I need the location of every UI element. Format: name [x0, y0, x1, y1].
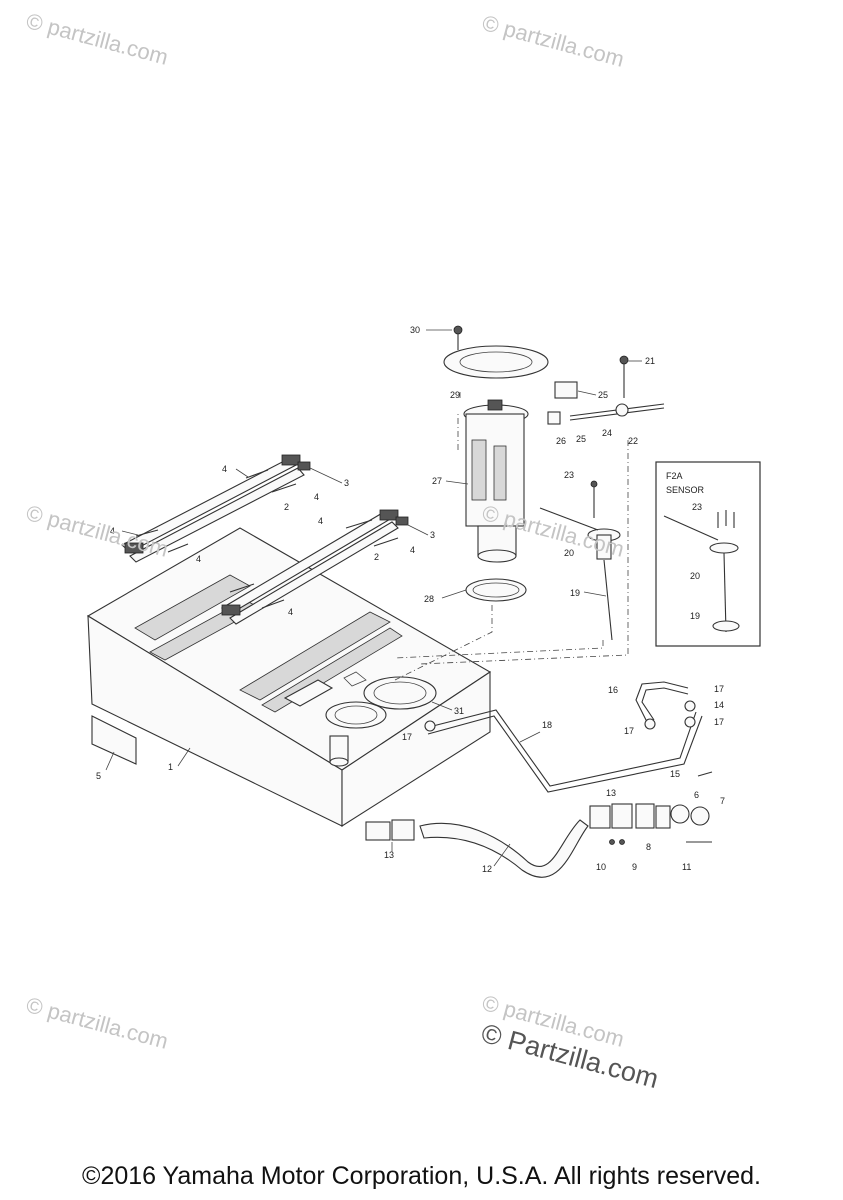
callout: 9 — [632, 862, 637, 872]
callout: 16 — [608, 685, 618, 695]
fuel-level-sensor[interactable] — [539, 480, 621, 641]
callout: 12 — [482, 864, 492, 874]
callout: 14 — [714, 700, 724, 710]
inset-f2a-sensor: F2A SENSOR — [655, 461, 761, 647]
callout: 17 — [714, 684, 724, 694]
callout: 15 — [670, 769, 680, 779]
callout: 19 — [570, 588, 580, 598]
callout: 4 — [318, 516, 323, 526]
callout: 2 — [284, 502, 289, 512]
callout: 4 — [222, 464, 227, 474]
callout: 25 — [598, 390, 608, 400]
callout: 1 — [168, 762, 173, 772]
label-plate — [91, 715, 137, 765]
copyright-text: ©2016 Yamaha Motor Corporation, U.S.A. A… — [82, 1162, 761, 1190]
callout: 29 — [450, 390, 460, 400]
callout: 10 — [596, 862, 606, 872]
callout: 4 — [314, 492, 319, 502]
callout: 22 — [628, 436, 638, 446]
callout: 19 — [690, 611, 700, 621]
callout: 11 — [682, 862, 691, 872]
callout: 25 — [576, 434, 586, 444]
callout: 4 — [196, 554, 201, 564]
fuel-hoses — [365, 681, 713, 878]
callout: 20 — [690, 571, 700, 581]
callout: 13 — [384, 850, 394, 860]
fuel-pump-assembly[interactable] — [443, 325, 561, 602]
callout: 17 — [624, 726, 634, 736]
callout: 27 — [432, 476, 442, 486]
callout: 23 — [564, 470, 574, 480]
inset-title-line1: F2A — [666, 471, 683, 481]
callout: 20 — [564, 548, 574, 558]
callout: 24 — [602, 428, 612, 438]
callout: 26 — [556, 436, 566, 446]
callout: 3 — [344, 478, 349, 488]
callout: 31 — [454, 706, 464, 716]
breather-assembly[interactable] — [554, 355, 665, 421]
callout: 8 — [646, 842, 651, 852]
callout: 4 — [410, 545, 415, 555]
callout: 5 — [96, 771, 101, 781]
leader-lines — [105, 329, 642, 867]
fuel-tank[interactable] — [86, 527, 492, 828]
callout: 7 — [720, 796, 725, 806]
callout: 6 — [694, 790, 699, 800]
callout: 2 — [374, 552, 379, 562]
callout: 18 — [542, 720, 552, 730]
callout: 21 — [645, 356, 655, 366]
callout: 4 — [110, 526, 115, 536]
inset-title-line2: SENSOR — [666, 485, 705, 495]
callout-labels: 30 21 25 29 25 26 24 22 4 3 27 23 4 2 4 … — [96, 325, 725, 874]
callout: 17 — [714, 717, 724, 727]
callout: 17 — [402, 732, 412, 742]
callout: 4 — [288, 607, 293, 617]
tank-straps — [121, 454, 409, 625]
callout: 3 — [430, 530, 435, 540]
callout: 28 — [424, 594, 434, 604]
callout: 13 — [606, 788, 616, 798]
callout: 23 — [692, 502, 702, 512]
callout: 30 — [410, 325, 420, 335]
